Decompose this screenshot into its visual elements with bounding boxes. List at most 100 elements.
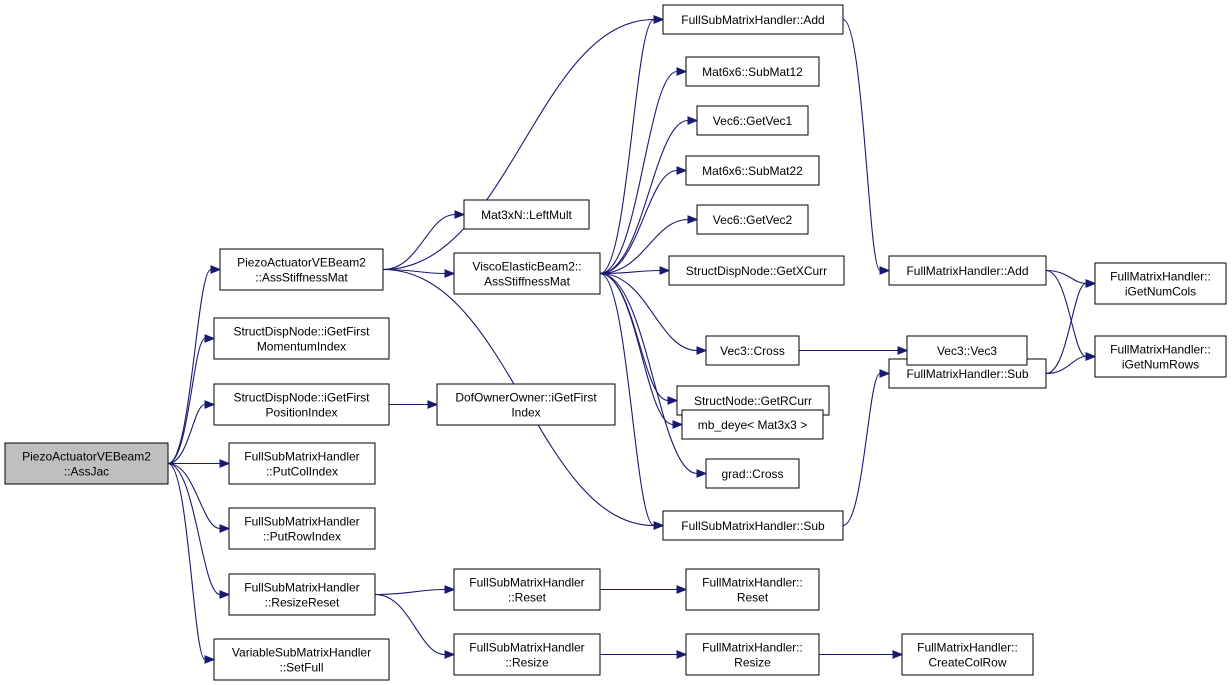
node-root[interactable]: PiezoActuatorVEBeam2::AssJac — [4, 442, 169, 485]
node-label: StructDispNode::iGetFirst — [233, 391, 370, 405]
edge-pa-ass-to-mat3xn — [382, 210, 466, 271]
node-v6-get2[interactable]: Vec6::GetVec2 — [696, 204, 809, 235]
node-pa-ass[interactable]: PiezoActuatorVEBeam2::AssStiffnessMat — [219, 248, 384, 291]
edge-fsm-resreset-to-fsm-resize — [374, 593, 456, 659]
edge-ve-ass-to-grad-cross — [599, 272, 708, 478]
node-vsm-setfull[interactable]: VariableSubMatrixHandler::SetFull — [213, 638, 390, 681]
node-ve-ass[interactable]: ViscoElasticBeam2::AssStiffnessMat — [453, 252, 601, 295]
edge-arrowhead — [219, 590, 231, 599]
edge-fmh-sub-to-fmh-rows — [1045, 352, 1097, 375]
node-box — [662, 4, 844, 35]
node-label: Mat6x6::SubMat22 — [702, 164, 803, 178]
edge-ve-ass-to-m66-sub22 — [599, 166, 688, 275]
edge-line — [167, 268, 212, 465]
edge-root-to-fsm-putcol — [168, 459, 231, 468]
node-label: FullSubMatrixHandler::Add — [681, 13, 824, 27]
edge-line — [1045, 269, 1087, 358]
node-fsm-add[interactable]: FullSubMatrixHandler::Add — [662, 4, 844, 35]
edge-arrowhead — [444, 269, 456, 278]
node-box — [901, 633, 1034, 676]
node-label: MomentumIndex — [257, 340, 346, 354]
edge-line — [374, 593, 446, 656]
edge-fsm-resreset-to-fsm-reset — [374, 585, 456, 596]
edge-ve-ass-to-v3-cross — [599, 272, 708, 355]
node-label: DofOwnerOwner::iGetFirst — [455, 391, 597, 405]
node-box — [213, 383, 390, 426]
node-label: Resize — [734, 656, 771, 670]
node-box — [213, 317, 390, 360]
node-label: FullMatrixHandler:: — [702, 576, 803, 590]
node-fsm-resize[interactable]: FullSubMatrixHandler::Resize — [453, 633, 601, 676]
node-fmh-resize[interactable]: FullMatrixHandler::Resize — [685, 633, 820, 676]
edge-line — [167, 462, 206, 661]
edge-arrowhead — [210, 265, 222, 274]
node-mat3xn[interactable]: Mat3xN::LeftMult — [463, 199, 590, 230]
edge-ve-ass-to-v6-get1 — [599, 116, 699, 275]
edge-line — [599, 272, 669, 402]
node-box — [696, 204, 809, 235]
edge-line — [599, 119, 689, 275]
node-box — [888, 255, 1047, 286]
node-label: FullSubMatrixHandler — [469, 576, 584, 590]
edge-ve-ass-to-mb-deye — [599, 272, 684, 429]
node-box — [453, 568, 601, 611]
edge-arrowhead — [444, 585, 456, 594]
node-sdn-getx[interactable]: StructDispNode::GetXCurr — [668, 255, 845, 286]
node-label: Vec6::GetVec1 — [713, 114, 793, 128]
node-fsm-putrow[interactable]: FullSubMatrixHandler::PutRowIndex — [228, 507, 376, 550]
node-m66-sub12[interactable]: Mat6x6::SubMat12 — [685, 56, 820, 87]
node-mb-deye[interactable]: mb_deye< Mat3x3 > — [681, 409, 824, 440]
node-box — [668, 255, 845, 286]
node-label: FullMatrixHandler:: — [1110, 270, 1211, 284]
edge-arrowhead — [696, 469, 708, 478]
edge-root-to-sdn-pos — [167, 400, 216, 465]
edge-arrowhead — [879, 369, 891, 378]
edge-v3-cross-to-v3-vec3 — [799, 346, 909, 355]
edge-line — [599, 272, 655, 527]
node-fmh-reset[interactable]: FullMatrixHandler::Reset — [685, 568, 820, 611]
edge-line — [842, 372, 881, 527]
edge-arrowhead — [427, 400, 439, 409]
node-label: ::PutRowIndex — [263, 530, 341, 544]
edge-arrowhead — [454, 210, 466, 219]
edge-fsm-add-to-fmh-add — [842, 18, 891, 275]
node-fsm-reset[interactable]: FullSubMatrixHandler::Reset — [453, 568, 601, 611]
node-label: FullSubMatrixHandler — [244, 515, 359, 529]
node-fmh-cols[interactable]: FullMatrixHandler::iGetNumCols — [1094, 262, 1227, 305]
edge-fmh-sub-to-fmh-cols — [1045, 279, 1097, 375]
node-fsm-sub[interactable]: FullSubMatrixHandler::Sub — [662, 510, 844, 541]
node-label: FullMatrixHandler:: — [702, 641, 803, 655]
node-v3-vec3[interactable]: Vec3::Vec3 — [906, 335, 1028, 366]
node-box — [685, 155, 820, 186]
node-fsm-putcol[interactable]: FullSubMatrixHandler::PutColIndex — [228, 442, 376, 485]
node-box — [463, 199, 590, 230]
node-box — [453, 252, 601, 295]
node-fsm-resreset[interactable]: FullSubMatrixHandler::ResizeReset — [228, 573, 376, 616]
node-fmh-rows[interactable]: FullMatrixHandler::iGetNumRows — [1094, 335, 1227, 378]
node-box — [1094, 335, 1227, 378]
edge-arrowhead — [1085, 279, 1097, 288]
edge-arrowhead — [204, 400, 216, 409]
edge-ve-ass-to-m66-sub12 — [599, 67, 688, 275]
node-box — [228, 507, 376, 550]
edge-arrowhead — [676, 67, 688, 76]
edge-line — [1045, 282, 1087, 375]
edge-line — [842, 18, 881, 272]
node-fmh-create[interactable]: FullMatrixHandler::CreateColRow — [901, 633, 1034, 676]
node-box — [685, 568, 820, 611]
node-box — [696, 105, 809, 136]
edge-fsm-sub-to-fmh-sub — [842, 369, 891, 527]
node-v6-get1[interactable]: Vec6::GetVec1 — [696, 105, 809, 136]
node-v3-cross[interactable]: Vec3::Cross — [705, 335, 800, 366]
node-label: PiezoActuatorVEBeam2 — [237, 256, 366, 270]
node-label: Vec6::GetVec2 — [713, 213, 793, 227]
node-fmh-add[interactable]: FullMatrixHandler::Add — [888, 255, 1047, 286]
node-grad-cross[interactable]: grad::Cross — [705, 458, 800, 489]
node-m66-sub22[interactable]: Mat6x6::SubMat22 — [685, 155, 820, 186]
edge-root-to-sdn-mom — [167, 334, 216, 465]
node-label: ::AssJac — [64, 465, 109, 479]
